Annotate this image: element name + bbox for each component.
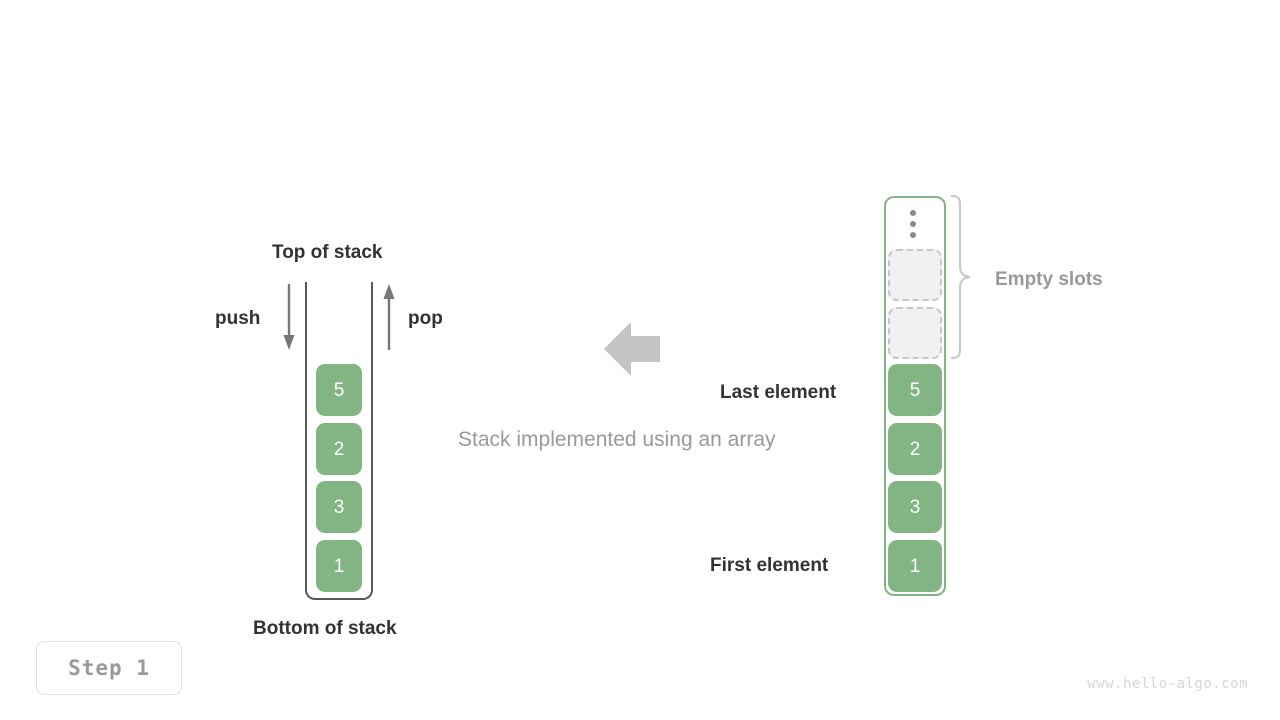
pop-label: pop (408, 308, 443, 329)
empty-slot (888, 307, 942, 359)
stack-cell: 1 (316, 540, 362, 592)
array-cell: 1 (888, 540, 942, 592)
center-caption: Stack implemented using an array (458, 428, 776, 451)
push-label: push (215, 308, 261, 329)
arrow-up-icon (383, 284, 395, 350)
curly-brace-right-icon (950, 194, 971, 360)
array-cell: 2 (888, 423, 942, 475)
array-cell: 3 (888, 481, 942, 533)
top-of-stack-label: Top of stack (272, 242, 383, 263)
step-badge-label: Step 1 (68, 656, 150, 680)
stack-container (305, 282, 373, 600)
arrow-down-icon (283, 284, 295, 350)
stack-cell: 3 (316, 481, 362, 533)
vertical-ellipsis-icon (910, 210, 918, 240)
first-element-label: First element (710, 555, 829, 576)
array-cell: 5 (888, 364, 942, 416)
stack-cell: 5 (316, 364, 362, 416)
step-badge: Step 1 (36, 641, 182, 695)
watermark: www.hello-algo.com (1087, 676, 1248, 692)
arrow-left-icon (604, 322, 660, 376)
bottom-of-stack-label: Bottom of stack (253, 618, 397, 639)
stack-cell: 2 (316, 423, 362, 475)
empty-slot (888, 249, 942, 301)
last-element-label: Last element (720, 382, 837, 403)
empty-slots-label: Empty slots (995, 269, 1103, 290)
array-container (884, 196, 946, 596)
